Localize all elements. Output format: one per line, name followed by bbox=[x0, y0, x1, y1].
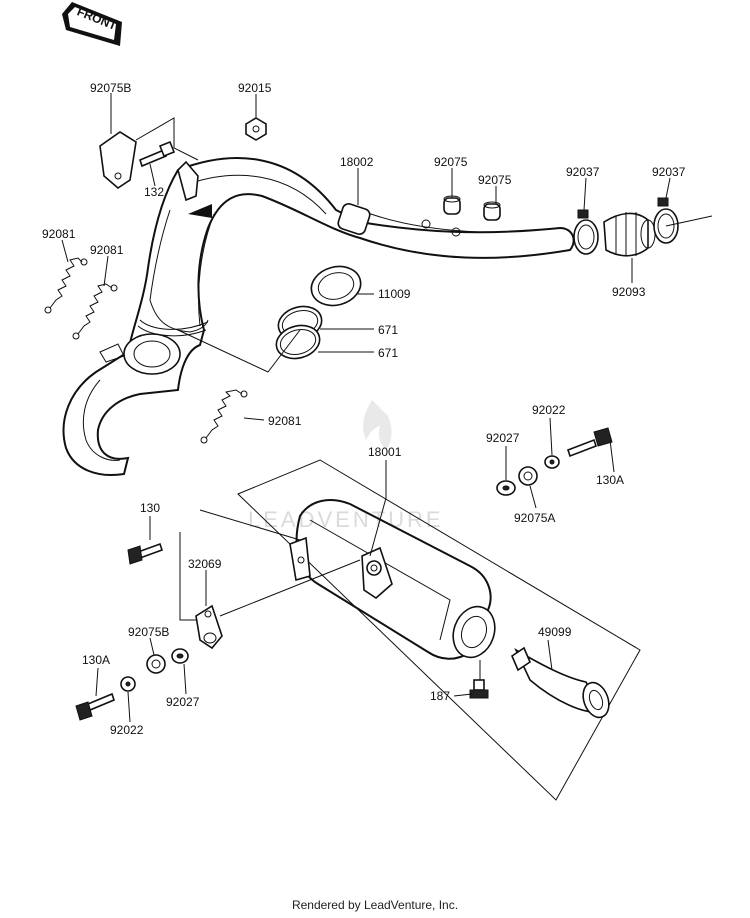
muffler-18001 bbox=[289, 499, 496, 660]
gasket-11009 bbox=[310, 265, 362, 307]
bolt-130A-right bbox=[566, 427, 613, 458]
collar-92027-bottom bbox=[171, 648, 189, 664]
label-130: 130 bbox=[140, 501, 160, 515]
grommet-92075A bbox=[518, 466, 538, 486]
label-92022-top: 92022 bbox=[532, 403, 566, 417]
exhaust-pipe-18002 bbox=[62, 157, 575, 476]
bolt-132 bbox=[139, 140, 176, 168]
leader-lines bbox=[61, 93, 713, 723]
label-130A-right: 130A bbox=[596, 473, 624, 487]
o-ring-671-b bbox=[275, 324, 321, 360]
label-671-b: 671 bbox=[378, 346, 398, 360]
label-92081-b: 92081 bbox=[90, 243, 124, 257]
label-130A-left: 130A bbox=[82, 653, 110, 667]
label-32069: 32069 bbox=[188, 557, 222, 571]
label-18001: 18001 bbox=[368, 445, 402, 459]
watermark: LEADVENTURE bbox=[248, 400, 444, 532]
label-671-a: 671 bbox=[378, 323, 398, 337]
tail-pipe-49099 bbox=[511, 646, 610, 719]
muffler-group-boundary bbox=[237, 459, 641, 801]
bracket-32069 bbox=[195, 604, 223, 650]
grommet-92075-b bbox=[483, 201, 501, 221]
footer-credit: Rendered by LeadVenture, Inc. bbox=[291, 898, 459, 912]
watermark-text: LEADVENTURE bbox=[248, 507, 444, 532]
front-arrow-icon: FRONT bbox=[62, 2, 122, 46]
spring-92081-b bbox=[72, 283, 118, 340]
coupler-92093 bbox=[603, 212, 656, 257]
grommet-92075B-bottom bbox=[146, 654, 166, 674]
label-92075A: 92075A bbox=[514, 511, 555, 525]
label-92015: 92015 bbox=[238, 81, 272, 95]
collar-92027-top bbox=[496, 480, 516, 496]
bracket-92075B-top bbox=[99, 131, 137, 190]
label-18002: 18002 bbox=[340, 155, 374, 169]
label-49099: 49099 bbox=[538, 625, 572, 639]
label-92037-b: 92037 bbox=[652, 165, 686, 179]
spring-92081-a bbox=[44, 257, 88, 314]
spring-92081-c bbox=[200, 389, 248, 444]
washer-92022-top bbox=[544, 455, 560, 469]
washer-92022-bottom bbox=[120, 676, 136, 692]
clamp-92037-a bbox=[573, 209, 599, 255]
label-92075B-bottom: 92075B bbox=[128, 625, 169, 639]
nut-92015 bbox=[245, 117, 267, 141]
grommet-92075-a bbox=[443, 195, 461, 215]
label-92027-bottom: 92027 bbox=[166, 695, 200, 709]
label-11009: 11009 bbox=[378, 287, 411, 301]
label-92093: 92093 bbox=[612, 285, 646, 299]
label-92075B-top: 92075B bbox=[90, 81, 131, 95]
label-92037-a: 92037 bbox=[566, 165, 600, 179]
label-92022-bottom: 92022 bbox=[110, 723, 144, 737]
bolt-187 bbox=[469, 679, 489, 699]
clamp-92037-b bbox=[653, 197, 679, 244]
label-92081-a: 92081 bbox=[42, 227, 76, 241]
label-132: 132 bbox=[144, 185, 164, 199]
label-92081-c: 92081 bbox=[268, 414, 302, 428]
bolt-130A-left bbox=[75, 692, 115, 721]
label-92075-b: 92075 bbox=[478, 173, 512, 187]
label-92075-a: 92075 bbox=[434, 155, 468, 169]
label-92027-top: 92027 bbox=[486, 431, 520, 445]
label-187: 187 bbox=[430, 689, 450, 703]
bolt-130 bbox=[127, 542, 164, 565]
